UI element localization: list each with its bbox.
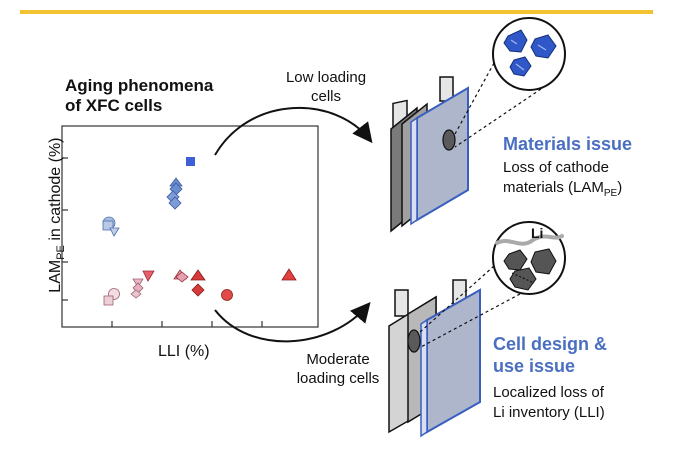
materials-desc-line1: Loss of cathode <box>503 159 609 176</box>
materials-issue-title: Materials issue <box>503 134 633 154</box>
materials-desc-main: materials (LAM <box>503 179 604 196</box>
marker-blue-square <box>186 157 195 166</box>
materials-desc-end: ) <box>617 179 623 196</box>
cathode-particles-icon <box>503 29 557 77</box>
lithium-particles-icon <box>495 234 564 291</box>
x-axis-label: LLI (%) <box>158 343 210 360</box>
y-axis-label: LAMPE in cathode (%) <box>47 120 67 310</box>
marker-blue-cluster <box>166 177 183 210</box>
low-loading-line1: Low loading <box>285 69 367 86</box>
low-loading-label: Low loading cells <box>271 68 381 106</box>
arrow-low-loading <box>214 106 373 156</box>
cathode-zoom-circle <box>492 17 566 91</box>
plot-title: Aging phenomena of XFC cells <box>65 76 213 116</box>
moderate-loading-cell-illustration <box>388 279 481 438</box>
zoom-line-b <box>454 88 542 148</box>
moderate-loading-line1: Moderate <box>306 351 370 368</box>
low-loading-line2: cells <box>310 88 341 105</box>
moderate-loading-line2: loading cells <box>296 370 380 387</box>
cell-desc-line1: Localized loss of <box>493 384 604 401</box>
zoom-line-d <box>418 293 521 349</box>
moderate-loading-label: Moderate loading cells <box>283 350 393 388</box>
marker-red-cluster <box>142 268 297 301</box>
materials-desc-sub: PE <box>603 188 618 199</box>
li-label: Li <box>531 225 543 241</box>
cell-desc-line2: Li inventory (LLI) <box>493 404 605 421</box>
materials-desc-line2: materials (LAMPE) <box>503 178 622 204</box>
y-label-main: LAM <box>46 259 64 293</box>
y-label-rest: in cathode (%) <box>46 137 64 246</box>
y-label-sub: PE <box>55 245 68 260</box>
materials-issue-description: Loss of cathode materials (LAMPE) <box>503 158 622 204</box>
cell-issue-title-line2: use issue <box>493 356 576 376</box>
low-loading-cell-illustration <box>390 76 469 233</box>
plot-title-line1: Aging phenomena <box>65 76 214 95</box>
cell-issue-title-line1: Cell design & <box>493 334 608 354</box>
marker-light-blue-cluster <box>102 216 120 237</box>
accent-bar <box>20 10 653 14</box>
zoom-line-c <box>418 265 495 334</box>
cell-issue-description: Localized loss of Li inventory (LLI) <box>493 383 605 423</box>
plot-frame <box>61 125 319 328</box>
marker-pink-cluster <box>103 278 144 306</box>
y-ticks <box>62 157 68 301</box>
x-ticks <box>111 321 263 327</box>
zoom-line-a <box>454 62 495 135</box>
cell-issue-title: Cell design & use issue <box>493 333 607 377</box>
plot-title-line2: of XFC cells <box>65 96 163 115</box>
arrow-moderate-loading <box>214 301 371 343</box>
